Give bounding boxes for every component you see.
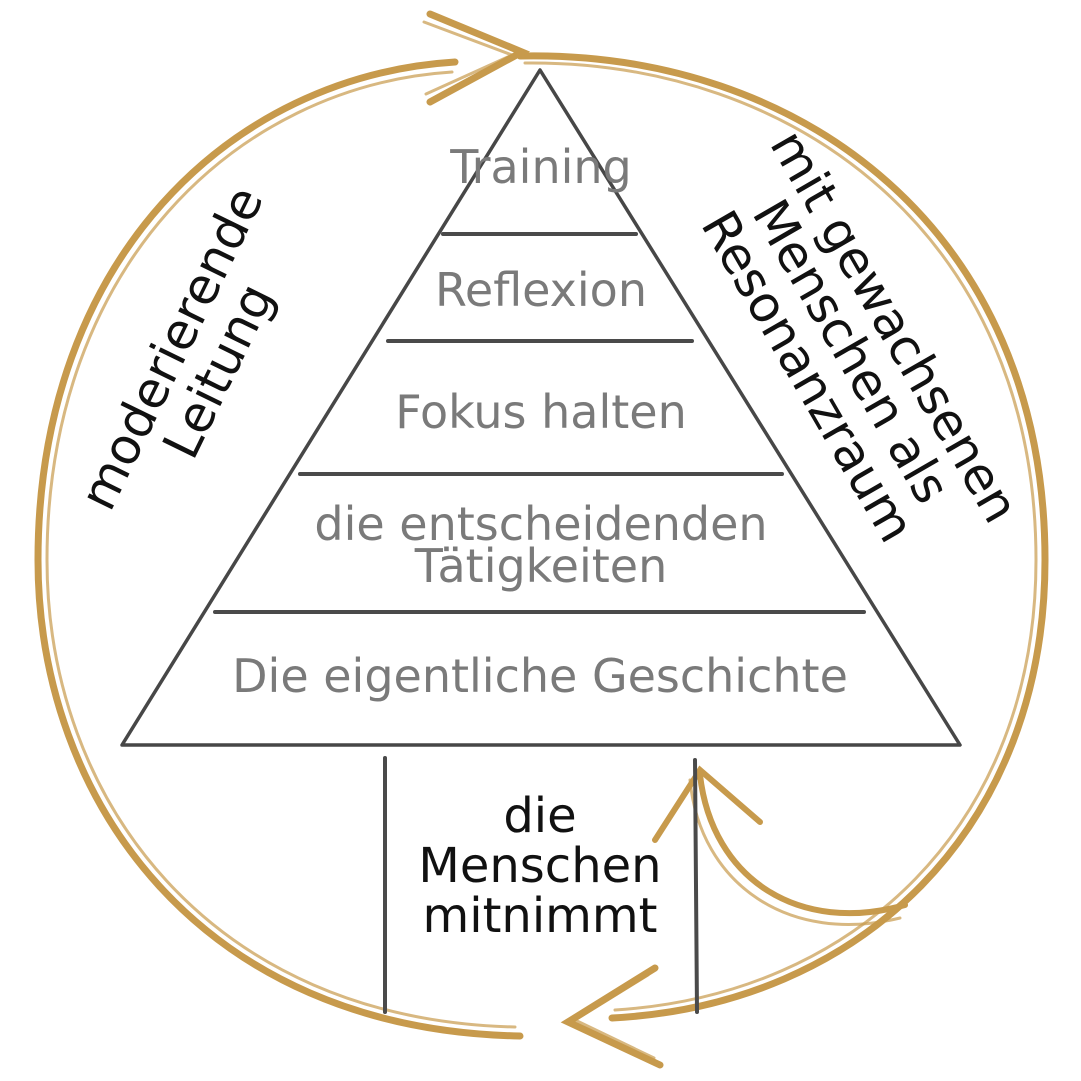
base-label-line3: mitnimmt [422,888,657,944]
pyramid-level-fokus: Fokus halten [395,385,687,439]
curved-return-arrow-icon [652,765,908,926]
pyramid-level-reflexion: Reflexion [435,263,647,317]
base-label-line2: Menschen [418,838,661,894]
pyramid-base: die Menschen mitnimmt [383,756,699,1014]
pyramid-level-taetigkeiten-line1: die entscheidenden [314,497,767,551]
pyramid-level-training: Training [449,140,632,194]
pyramid: Training Reflexion Fokus halten die ents… [120,68,962,747]
pyramid-outline [120,68,962,747]
pyramid-level-taetigkeiten-line2: Tätigkeiten [414,539,668,593]
pyramid-level-geschichte: Die eigentliche Geschichte [232,649,848,703]
circular-arrow-icon [34,10,1049,1069]
base-label-line1: die [503,788,576,844]
